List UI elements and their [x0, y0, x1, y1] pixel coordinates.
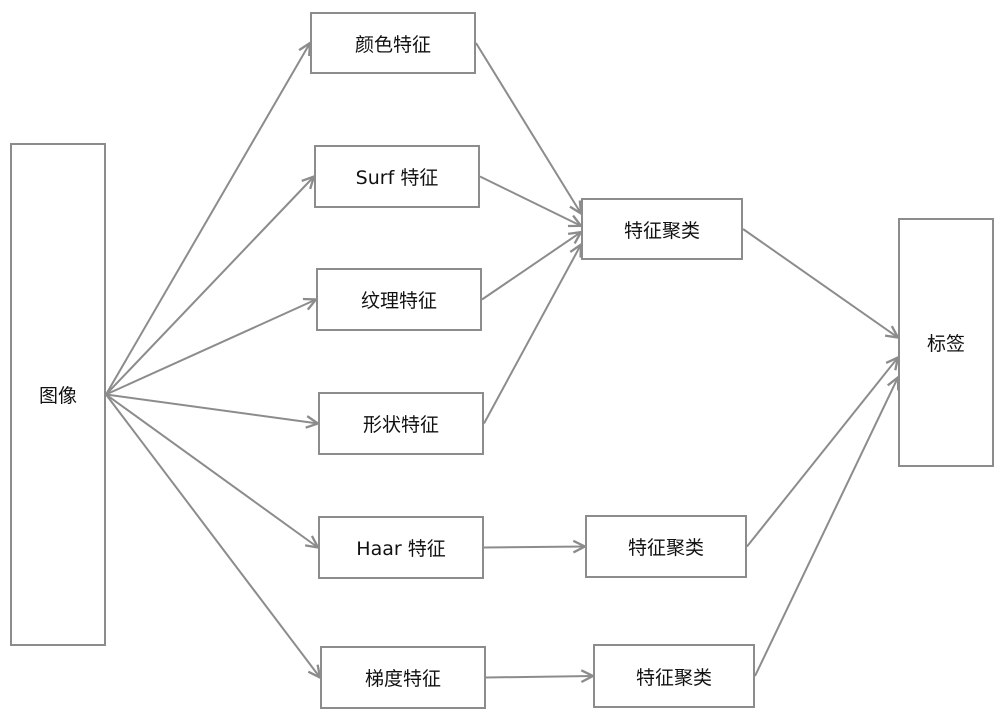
edge-image-to-color_feature: [106, 43, 310, 395]
color-feature-label: 颜色特征: [355, 30, 431, 57]
image-node-label: 图像: [39, 381, 77, 408]
feature-cluster-node-2: 特征聚类: [585, 515, 747, 578]
haar-feature-node: Haar 特征: [318, 516, 484, 579]
feature-cluster-label-3: 特征聚类: [636, 663, 712, 690]
surf-feature-label: Surf 特征: [356, 163, 439, 190]
edge-cluster_3-to-label: [755, 377, 898, 676]
edge-image-to-surf_feature: [106, 177, 314, 395]
edge-cluster_2-to-label: [747, 357, 898, 546]
feature-cluster-label-1: 特征聚类: [624, 216, 700, 243]
texture-feature-label: 纹理特征: [361, 286, 437, 313]
label-node: 标签: [898, 218, 994, 467]
label-node-label: 标签: [927, 329, 965, 356]
edge-gradient_feature-to-cluster_3: [486, 676, 593, 678]
edge-shape_feature-to-cluster_1: [484, 245, 581, 424]
feature-cluster-node-1: 特征聚类: [581, 198, 743, 260]
gradient-feature-label: 梯度特征: [365, 664, 441, 691]
shape-feature-label: 形状特征: [363, 410, 439, 437]
feature-cluster-label-2: 特征聚类: [628, 533, 704, 560]
edge-texture_feature-to-cluster_1: [482, 232, 581, 299]
texture-feature-node: 纹理特征: [316, 268, 482, 331]
edge-image-to-shape_feature: [106, 395, 318, 424]
surf-feature-node: Surf 特征: [314, 145, 480, 208]
edge-image-to-texture_feature: [106, 300, 316, 395]
color-feature-node: 颜色特征: [310, 12, 476, 74]
edge-image-to-haar_feature: [106, 395, 318, 548]
haar-feature-label: Haar 特征: [356, 534, 445, 561]
feature-cluster-node-3: 特征聚类: [593, 644, 755, 708]
edge-image-to-gradient_feature: [106, 395, 320, 678]
gradient-feature-node: 梯度特征: [320, 646, 486, 709]
edge-color_feature-to-cluster_1: [476, 43, 581, 214]
edge-surf_feature-to-cluster_1: [480, 177, 581, 226]
image-node: 图像: [10, 143, 106, 646]
shape-feature-node: 形状特征: [318, 392, 484, 455]
edge-cluster_1-to-label: [743, 229, 898, 338]
edge-haar_feature-to-cluster_2: [484, 547, 585, 548]
